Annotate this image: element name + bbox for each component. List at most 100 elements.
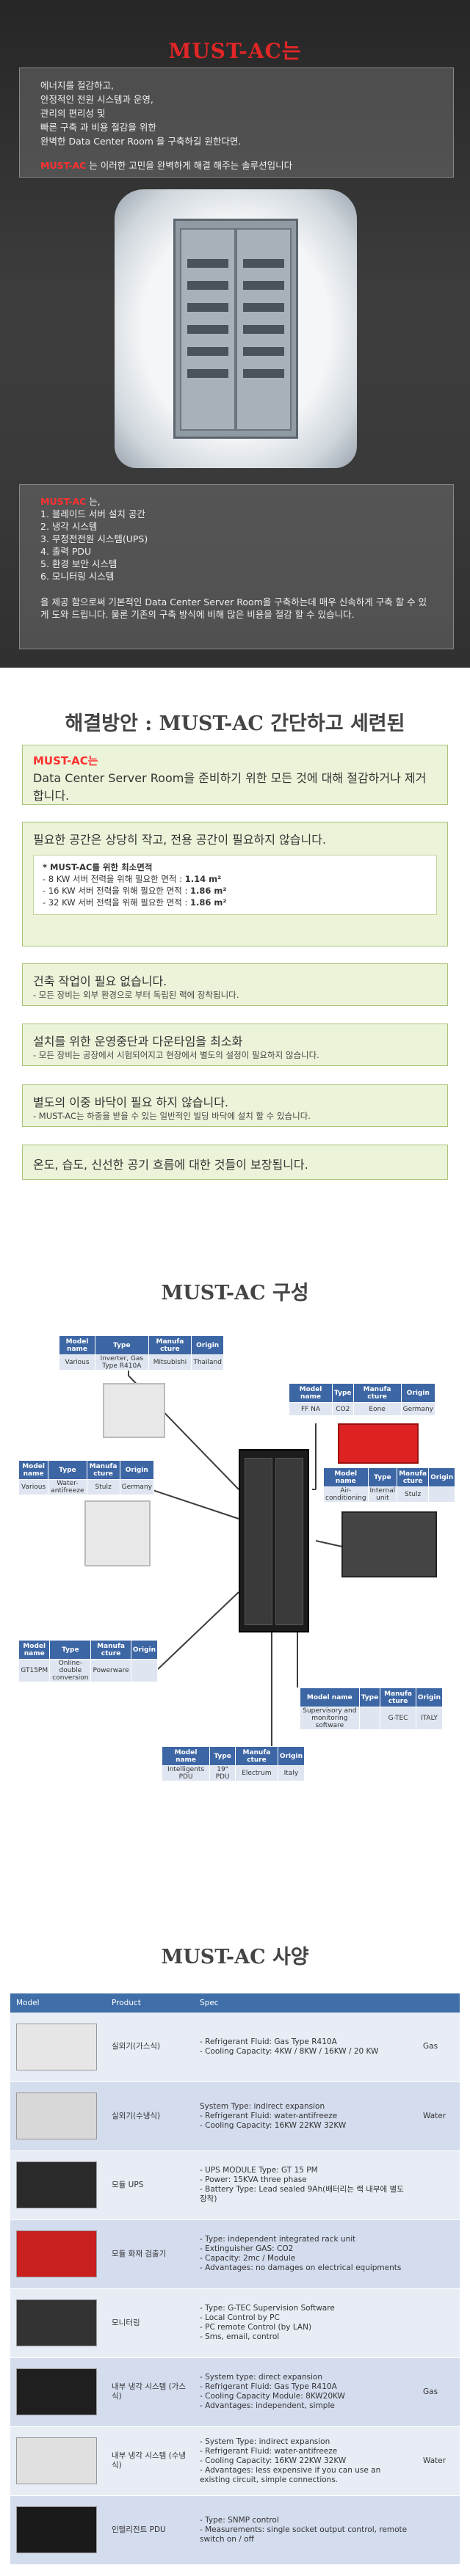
feature-item: 6. 모니터링 시스템 — [40, 571, 115, 582]
spec-cell: - UPS MODULE Type: GT 15 PM- Power: 15KV… — [194, 2150, 417, 2220]
spec-cell: - Type: independent integrated rack unit… — [194, 2219, 417, 2289]
card-text: 별도의 이중 바닥이 필요 하지 않습니다. — [33, 1095, 229, 1109]
col-header: Origin — [119, 1460, 155, 1480]
col-spec: Spec — [194, 1993, 417, 2013]
hero-title: MUST-AC는 — [168, 39, 302, 63]
product-cell: 인텔리전트 PDU — [106, 2495, 194, 2565]
hero-section: MUST-AC는 에너지를 절감하고, 안정적인 전원 시스템과 운영, 관리의… — [0, 0, 470, 668]
col-type — [417, 1993, 460, 2013]
spec-row: 내부 냉각 시스템 (가스 식)- System type: direct ex… — [10, 2357, 460, 2427]
spec-line: - Refrigerant Fluid: Gas Type R410A — [200, 2382, 337, 2391]
area-line: - 16 KW 서버 전력을 위해 필요한 면적 : 1.86 m² — [43, 885, 427, 897]
feature-item: 3. 무정전전원 시스템(UPS) — [40, 533, 148, 544]
spec-line: - System Type: indirect expansion — [200, 2437, 330, 2446]
type-cell — [417, 2150, 460, 2220]
type-cell: Gas — [417, 2013, 460, 2082]
product-image — [16, 2299, 97, 2346]
feature-list: 1. 블레이드 서버 설치 공간 2. 냉각 시스템 3. 무정전전원 시스템(… — [40, 508, 433, 583]
spec-line: - Advantages: independent, simple — [200, 2401, 335, 2410]
cabinet-door-right — [275, 1458, 303, 1625]
spec-header-row: Model Product Spec — [10, 1993, 460, 2013]
spec-row: 모니터링- Type: G-TEC Supervision Software- … — [10, 2288, 460, 2358]
product-cell: 모니터링 — [106, 2288, 194, 2358]
rack-door-right — [236, 228, 292, 431]
spec-row: 실외기(가스식)- Refrigerant Fluid: Gas Type R4… — [10, 2013, 460, 2082]
cell: GT15PM — [18, 1659, 51, 1682]
cell: Stulz — [86, 1479, 120, 1495]
intro-line: 빠른 구축 과 비용 절감을 위한 — [40, 122, 156, 133]
col-header: Manufa cture — [148, 1335, 192, 1355]
spec-cell: - Refrigerant Fluid: Gas Type R410A- Coo… — [194, 2013, 417, 2082]
col-header: Manufa cture — [352, 1383, 402, 1403]
must-ac-cabinet — [239, 1449, 309, 1632]
card-sub: - MUST-AC는 하중을 받을 수 있는 일반적인 빌딩 바닥에 설치 할 … — [33, 1111, 311, 1121]
spec-row: 인텔리전트 PDU- Type: SNMP control- Measureme… — [10, 2495, 460, 2565]
intro-line: 안정적인 전원 시스템과 운영, — [40, 94, 153, 105]
spec-line: - Refrigerant Fluid: water-antifreeze — [200, 2111, 338, 2120]
spec-line: - Local Control by PC — [200, 2313, 280, 2322]
spec-row: 내부 냉각 시스템 (수냉식)- System Type: indirect e… — [10, 2426, 460, 2496]
fire-detector-image — [338, 1423, 419, 1464]
cell: Germany — [400, 1402, 436, 1416]
col-header: Type — [209, 1746, 236, 1766]
col-header: Model name — [18, 1640, 51, 1660]
spec-cell: - Type: SNMP control- Measurements: sing… — [194, 2495, 417, 2565]
spec-table: Model Product Spec 실외기(가스식)- Refrigerant… — [10, 1993, 460, 2565]
spec-section: MUST-AC 사양 Model Product Spec 실외기(가스식)- … — [0, 1911, 470, 2576]
cell — [130, 1659, 159, 1682]
spec-line: System Type: indirect expansion — [200, 2101, 325, 2111]
cell: Stulz — [397, 1486, 430, 1503]
area-line: - 8 KW 서버 전력을 위해 필요한 면적 : 1.14 m² — [43, 873, 427, 885]
cell: Internal unit — [367, 1486, 398, 1503]
cell: Supervisory and monitoring software — [300, 1707, 360, 1730]
product-image — [16, 2230, 97, 2277]
col-header: Origin — [428, 1467, 456, 1487]
spec-line: - Type: SNMP control — [200, 2515, 279, 2525]
product-cell: 실외기(가스식) — [106, 2013, 194, 2082]
spec-line: - PC remote Control (by LAN) — [200, 2323, 312, 2332]
col-header: Model name — [288, 1383, 333, 1403]
spec-line: - Measurements: single socket output con… — [200, 2525, 408, 2544]
col-header: Type — [48, 1460, 87, 1480]
col-header: Model name — [323, 1467, 369, 1487]
card-sub: - 모든 장비는 외부 환경으로 부터 독립된 랙에 장착됩니다. — [33, 990, 239, 1000]
cell: Germany — [119, 1479, 155, 1495]
spec-cell: - System Type: indirect expansion- Refri… — [194, 2426, 417, 2496]
product-image — [16, 2023, 97, 2070]
col-header: Manufa cture — [90, 1640, 131, 1660]
feature-item: 2. 냉각 시스템 — [40, 521, 98, 532]
col-header: Manufa cture — [235, 1746, 278, 1766]
spec-cell: System Type: indirect expansion- Refrige… — [194, 2081, 417, 2151]
product-cell: 모듈 화재 검출기 — [106, 2219, 194, 2289]
feature-item: 4. 출력 PDU — [40, 546, 92, 557]
spec-line: - Type: independent integrated rack unit — [200, 2235, 356, 2244]
area-line: - 32 KW 서버 전력을 위해 필요한 면적 : 1.86 m² — [43, 897, 427, 908]
spec-line: - Sms, email, control — [200, 2332, 280, 2341]
area-box: * MUST-AC를 위한 최소면적 - 8 KW 서버 전력을 위해 필요한 … — [33, 855, 437, 915]
spec-line: - Advantages: no damages on electrical e… — [200, 2263, 402, 2272]
rack-illustration — [173, 219, 298, 439]
model-cell — [10, 2357, 106, 2427]
type-cell: Water — [417, 2081, 460, 2151]
list-title: MUST-AC 는, — [40, 495, 433, 508]
cell: Online-double conversion — [49, 1659, 92, 1682]
cell — [358, 1707, 381, 1730]
intro-line: 에너지를 절감하고, — [40, 80, 114, 91]
solution-card-1: MUST-AC는 Data Center Server Room을 준비하기 위… — [22, 745, 448, 805]
spec-body: 실외기(가스식)- Refrigerant Fluid: Gas Type R4… — [10, 2013, 460, 2565]
brand-name: MUST-AC — [40, 160, 87, 171]
cell: Electrum — [235, 1765, 278, 1781]
cell: ITALY — [415, 1707, 444, 1730]
card-sub: - 모든 장비는 공장에서 시험되어지고 현장에서 별도의 설정이 필요하지 않… — [33, 1050, 319, 1060]
type-cell: Water — [417, 2426, 460, 2496]
product-cell: 실외기(수냉식) — [106, 2081, 194, 2151]
aircon-image — [341, 1511, 437, 1577]
product-cell: 모듈 UPS — [106, 2150, 194, 2220]
card-text: 건축 작업이 필요 없습니다. — [33, 974, 167, 988]
col-header: Origin — [400, 1383, 436, 1403]
col-header: Model name — [300, 1687, 360, 1707]
